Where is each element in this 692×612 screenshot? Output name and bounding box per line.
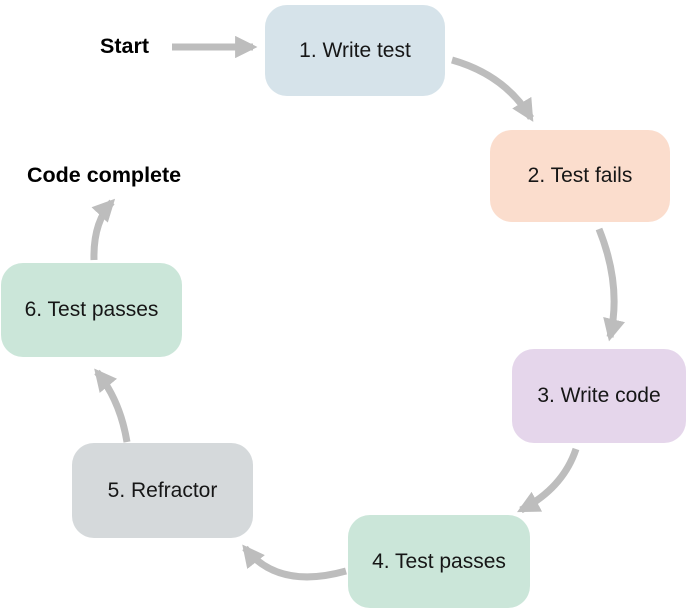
arrow-test-passes-to-refractor (242, 544, 347, 581)
node-test-fails-label: 2. Test fails (527, 164, 633, 188)
node-write-test-label: 1. Write test (299, 38, 411, 62)
arrow-test-passes-to-complete (90, 198, 116, 261)
arrow-refractor-to-test-passes (94, 368, 131, 443)
node-test-passes-4-label: 4. Test passes (372, 549, 506, 573)
arrow-write-code-to-test-passes (517, 447, 580, 514)
node-test-passes-6: 6. Test passes (1, 263, 182, 357)
node-write-code: 3. Write code (512, 349, 686, 443)
node-test-passes-4: 4. Test passes (348, 515, 530, 608)
start-label: Start (100, 34, 149, 58)
arrow-write-test-to-test-fails (451, 56, 534, 122)
node-test-fails: 2. Test fails (490, 130, 670, 222)
node-write-test: 1. Write test (265, 5, 445, 96)
code-complete-label: Code complete (27, 163, 182, 187)
node-refractor: 5. Refractor (72, 443, 253, 538)
arrow-test-fails-to-write-code (595, 227, 626, 342)
node-refractor-label: 5. Refractor (107, 478, 218, 502)
node-write-code-label: 3. Write code (537, 384, 661, 408)
node-test-passes-6-label: 6. Test passes (24, 298, 159, 322)
